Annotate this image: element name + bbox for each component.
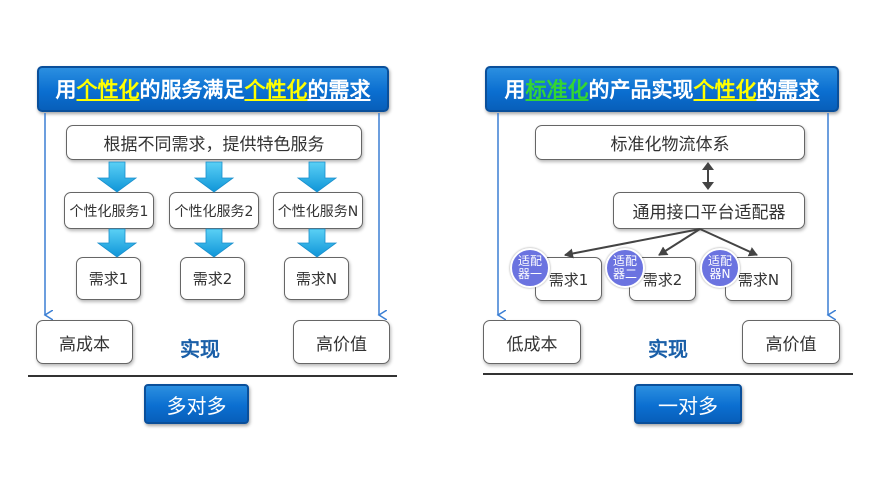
left-top-box: 根据不同需求，提供特色服务 xyxy=(66,125,362,160)
left-need-box-2: 需求2 xyxy=(180,257,245,300)
adapter-tag-1: 适配器一 xyxy=(510,248,550,288)
right-cost-box: 低成本 xyxy=(483,320,581,364)
down-block-arrow-icon xyxy=(296,161,338,193)
left-divider xyxy=(28,375,397,377)
left-title-suffix: 的需求 xyxy=(307,78,371,102)
right-bottom-button: 一对多 xyxy=(634,384,742,424)
right-title-highlight-2: 个性化 xyxy=(693,78,757,102)
down-block-arrow-icon xyxy=(193,228,235,258)
left-cost-box: 高成本 xyxy=(36,320,133,364)
branch-arrow-icon xyxy=(564,228,758,259)
left-title-highlight-2: 个性化 xyxy=(244,78,308,102)
left-service-box-n: 个性化服务N xyxy=(273,192,363,229)
right-divider xyxy=(483,373,853,375)
down-block-arrow-icon xyxy=(296,228,338,258)
double-headed-arrow-icon xyxy=(702,162,714,190)
left-title-prefix: 用 xyxy=(55,78,77,102)
left-title-bar: 用个性化的服务满足个性化的需求 xyxy=(37,66,389,112)
right-title-suffix: 的需求 xyxy=(756,78,820,102)
adapter-tag-2: 适配器二 xyxy=(605,248,645,288)
down-block-arrow-icon xyxy=(96,228,138,258)
down-block-arrow-icon xyxy=(193,161,235,193)
right-title-highlight-1: 标准化 xyxy=(525,78,589,102)
down-block-arrow-icon xyxy=(96,161,138,193)
right-title-mid: 的产品实现 xyxy=(588,78,694,102)
left-need-box-1: 需求1 xyxy=(76,257,141,300)
left-value-box: 高价值 xyxy=(293,320,390,364)
right-adapter-box: 通用接口平台适配器 xyxy=(613,192,805,229)
adapter-tag-n: 适配器N xyxy=(700,248,740,288)
right-title-bar: 用标准化的产品实现个性化的需求 xyxy=(485,66,839,112)
right-value-box: 高价值 xyxy=(742,320,840,364)
left-service-box-2: 个性化服务2 xyxy=(169,192,259,229)
right-realize-label: 实现 xyxy=(648,337,688,361)
left-service-box-1: 个性化服务1 xyxy=(64,192,154,229)
right-top-box: 标准化物流体系 xyxy=(535,125,805,160)
left-title-mid: 的服务满足 xyxy=(139,78,245,102)
left-need-box-n: 需求N xyxy=(284,257,349,300)
left-realize-label: 实现 xyxy=(180,337,220,361)
left-title-highlight-1: 个性化 xyxy=(76,78,140,102)
right-title-prefix: 用 xyxy=(504,78,526,102)
left-bottom-button: 多对多 xyxy=(144,384,249,424)
